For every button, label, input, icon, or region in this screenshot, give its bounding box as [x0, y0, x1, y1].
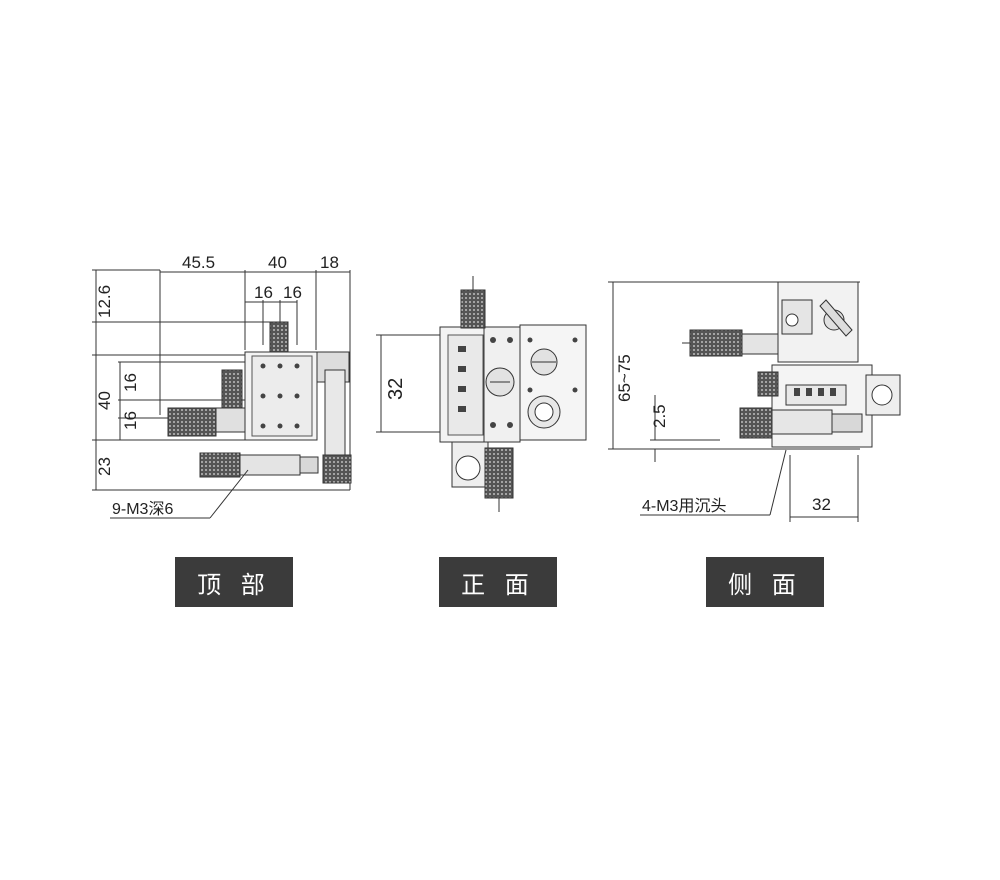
dim-16-left-a: 16: [121, 373, 140, 392]
dim-16-b: 16: [283, 283, 302, 302]
label-side-view: 侧 面: [706, 557, 824, 607]
label-top-view: 顶 部: [175, 557, 293, 607]
dim-40-top: 40: [268, 253, 287, 272]
dim-32-side: 32: [812, 495, 831, 514]
dim-23: 23: [95, 457, 114, 476]
dim-16-left-b: 16: [121, 411, 140, 430]
label-front-view: 正 面: [439, 557, 557, 607]
note-9-m3: 9-M3深6: [112, 500, 173, 518]
dim-45-5: 45.5: [182, 253, 215, 272]
top-view: 45.5 40 18 16 16 12.6 40 16 16 23 9-M3深6: [92, 253, 352, 519]
dim-18: 18: [320, 253, 339, 272]
dim-12-6: 12.6: [95, 285, 114, 318]
dim-16-a: 16: [254, 283, 273, 302]
dim-32-front: 32: [385, 378, 407, 400]
front-view: 32: [376, 276, 587, 512]
side-view: 65~75 2.5 32 4-M3用沉头: [608, 281, 901, 522]
dim-2-5: 2.5: [650, 404, 669, 428]
dim-40-left: 40: [95, 391, 114, 410]
dim-65-75: 65~75: [615, 354, 634, 402]
note-4-m3: 4-M3用沉头: [642, 497, 726, 515]
